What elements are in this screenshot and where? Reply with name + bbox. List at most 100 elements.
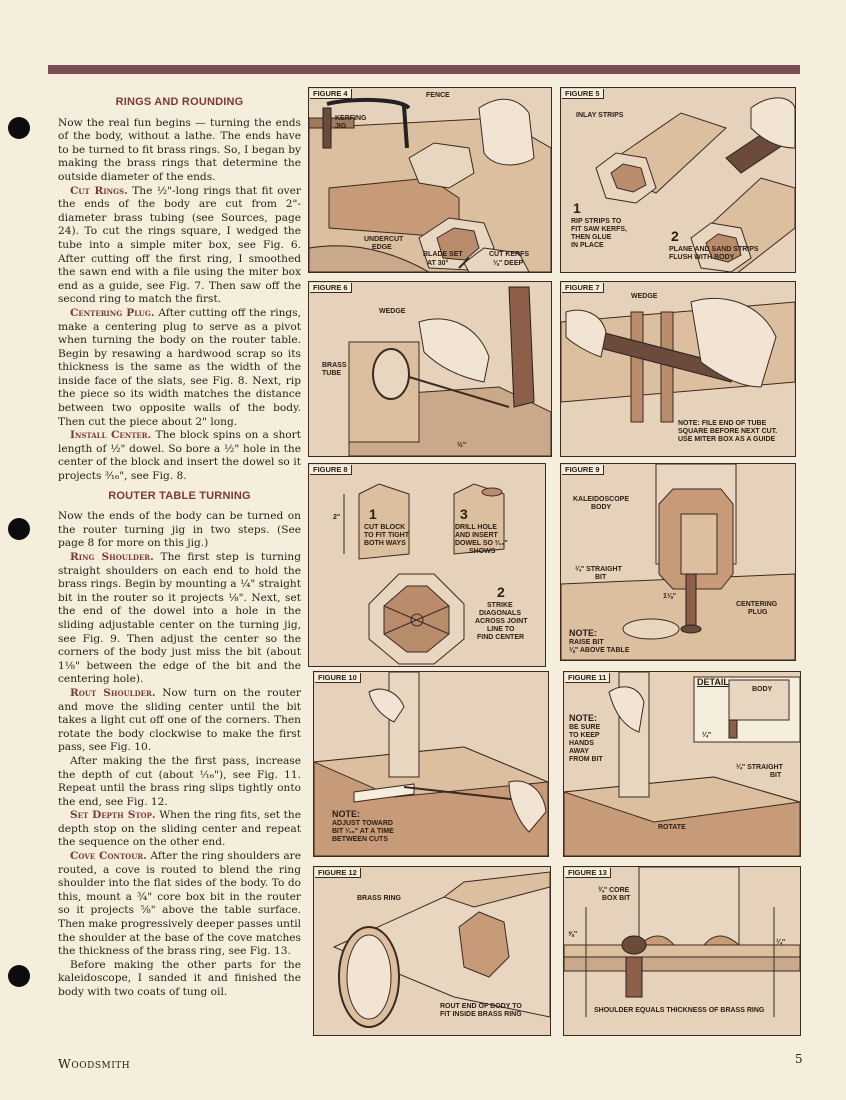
dimension-label: ½" (457, 442, 467, 449)
label-blade-angle: AT 30° (427, 260, 449, 267)
label-core-bit: BOX BIT (602, 895, 631, 902)
label-centering: CENTERING (736, 601, 778, 608)
note-text: ADJUST TOWARD (332, 820, 393, 827)
step-text: BOTH WAYS (364, 540, 406, 547)
paragraph: Now the real fun begins — turning the en… (58, 116, 301, 183)
paragraph: Set Depth Stop. When the ring fits, set … (58, 809, 301, 850)
step-text: TO FIT TIGHT (364, 532, 409, 539)
paragraph: After making the the first pass, increas… (58, 754, 301, 808)
figure-8: FIGURE 8 2" 1 CUT BLOCK TO FIT TIGHT BOT… (308, 463, 546, 667)
label-jig: JIG (335, 123, 347, 130)
run-in-head: Rout Shoulder. (70, 686, 156, 699)
step-number: 2 (497, 584, 505, 600)
figure-9-drawing (561, 464, 795, 660)
label-bit: ¼" STRAIGHT (736, 764, 783, 771)
label-bit: ¼" STRAIGHT (575, 566, 622, 573)
page-number: 5 (795, 1052, 803, 1066)
figure-4-drawing (309, 97, 551, 272)
note-text: ⅛" ABOVE TABLE (569, 647, 630, 654)
label-rout: ROUT END OF BODY TO (440, 1003, 522, 1010)
paragraph: Rout Shoulder. Now turn on the router an… (58, 687, 301, 755)
label-fence: FENCE (426, 92, 450, 99)
paragraph: Install Center. The block spins on a sho… (58, 429, 301, 483)
figure-8-drawing (343, 483, 505, 665)
note-text: BETWEEN CUTS (332, 836, 388, 843)
run-in-head: Ring Shoulder. (70, 551, 154, 563)
label-shoulder: SHOULDER EQUALS THICKNESS OF BRASS RING (594, 1007, 765, 1014)
label-kaleidoscope: KALEIDOSCOPE (573, 496, 630, 503)
figure-10: FIGURE 10 NOTE: ADJUST TOWARD BIT ¹⁄₁₆" … (313, 671, 549, 857)
paragraph-text: After cutting off the rings, make a cent… (58, 306, 301, 428)
figure-title: FIGURE 6 (310, 283, 352, 293)
label-brass: BRASS (322, 362, 347, 369)
step-text: ACROSS JOINT (475, 618, 528, 625)
figure-title: FIGURE 7 (562, 283, 604, 293)
note-text: SQUARE BEFORE NEXT CUT. (678, 428, 778, 435)
step-number: 3 (460, 506, 468, 522)
binder-hole (8, 965, 30, 987)
paragraph: Ring Shoulder. The first step is turning… (58, 551, 301, 687)
note-text: BIT ¹⁄₁₆" AT A TIME (332, 828, 394, 835)
note-title: NOTE: (332, 809, 360, 819)
note-text: HANDS (569, 740, 594, 747)
paragraph-text: The block spins on a short length of ½" … (58, 429, 302, 483)
paragraph-text: After the ring shoulders are routed, a c… (58, 850, 301, 958)
figure-title: FIGURE 9 (562, 465, 604, 475)
figure-7-drawing (561, 297, 795, 423)
step-text: AND INSERT (455, 532, 498, 539)
figure-title: FIGURE 8 (310, 465, 352, 475)
magazine-name: Woodsmith (58, 1056, 131, 1071)
label-edge: EDGE (372, 244, 392, 251)
figure-12-drawing (332, 871, 550, 1028)
step-text: SHOWS (469, 548, 496, 555)
figure-9: FIGURE 9 KALEIDOSCOPE BODY ¼" STRAIGHT B… (560, 463, 796, 661)
run-in-head: Cove Contour. (70, 850, 147, 863)
label-rotate: ROTATE (658, 824, 686, 831)
figure-12: FIGURE 12 BRASS RING ROUT END OF BODY TO… (313, 866, 551, 1036)
paragraph: Cut Rings. The ½"-long rings that fit ov… (58, 185, 301, 307)
note-text: FROM BIT (569, 756, 603, 763)
figure-5-drawing (595, 97, 795, 272)
step-text: IN PLACE (571, 242, 604, 249)
paragraph-text: The first step is turning straight shoul… (58, 551, 301, 686)
label-wedge: WEDGE (631, 293, 658, 300)
figure-title: FIGURE 12 (315, 868, 361, 878)
figure-11-drawing (564, 672, 800, 856)
paragraph: Before making the other parts for the ka… (58, 958, 301, 998)
step-text: STRIKE (487, 602, 513, 609)
figure-6-drawing (348, 286, 551, 456)
step-text: FIT SAW KERFS, (571, 226, 627, 233)
label-bit: BIT (595, 574, 607, 581)
section-heading: RINGS AND ROUNDING (115, 96, 244, 108)
note-text: USE MITER BOX AS A GUIDE (678, 436, 776, 443)
section-heading: ROUTER TABLE TURNING (108, 489, 251, 502)
label-kerfs: CUT KERFS (489, 251, 530, 258)
binder-hole (8, 518, 30, 540)
label-plug: PLUG (748, 609, 768, 616)
label-blade: BLADE SET (423, 251, 463, 258)
note-text: NOTE: FILE END OF TUBE (678, 420, 767, 427)
label-bit: BIT (770, 772, 782, 779)
paragraph-text: The ½"-long rings that fit over the ends… (58, 184, 301, 306)
run-in-head: Centering Plug. (70, 306, 155, 319)
dimension-label: 2" (333, 514, 341, 521)
step-text: PLANE AND SAND STRIPS (669, 246, 759, 253)
figure-7: FIGURE 7 WEDGE NOTE: FILE END OF TUBE SQ… (560, 281, 796, 457)
dimension-label: ¼" (776, 939, 786, 946)
label-body: BODY (591, 504, 612, 511)
note-text: RAISE BIT (569, 639, 604, 646)
note-text: BE SURE (569, 724, 601, 731)
step-number: 1 (573, 200, 581, 216)
label-brass-ring: BRASS RING (357, 895, 401, 902)
figure-title: FIGURE 4 (310, 89, 352, 99)
note-text: TO KEEP (569, 732, 600, 739)
paragraph-text: When the ring fits, set the depth stop o… (58, 809, 301, 849)
run-in-head: Set Depth Stop. (70, 809, 156, 822)
note-text: AWAY (569, 748, 589, 755)
step-text: FLUSH WITH BODY (669, 254, 735, 261)
label-wedge: WEDGE (379, 308, 406, 315)
run-in-head: Install Center. (70, 429, 152, 442)
dimension-label: 1⅛" (663, 593, 677, 600)
label-kerfing: KERFING (335, 115, 367, 122)
run-in-head: Cut Rings. (70, 184, 128, 197)
